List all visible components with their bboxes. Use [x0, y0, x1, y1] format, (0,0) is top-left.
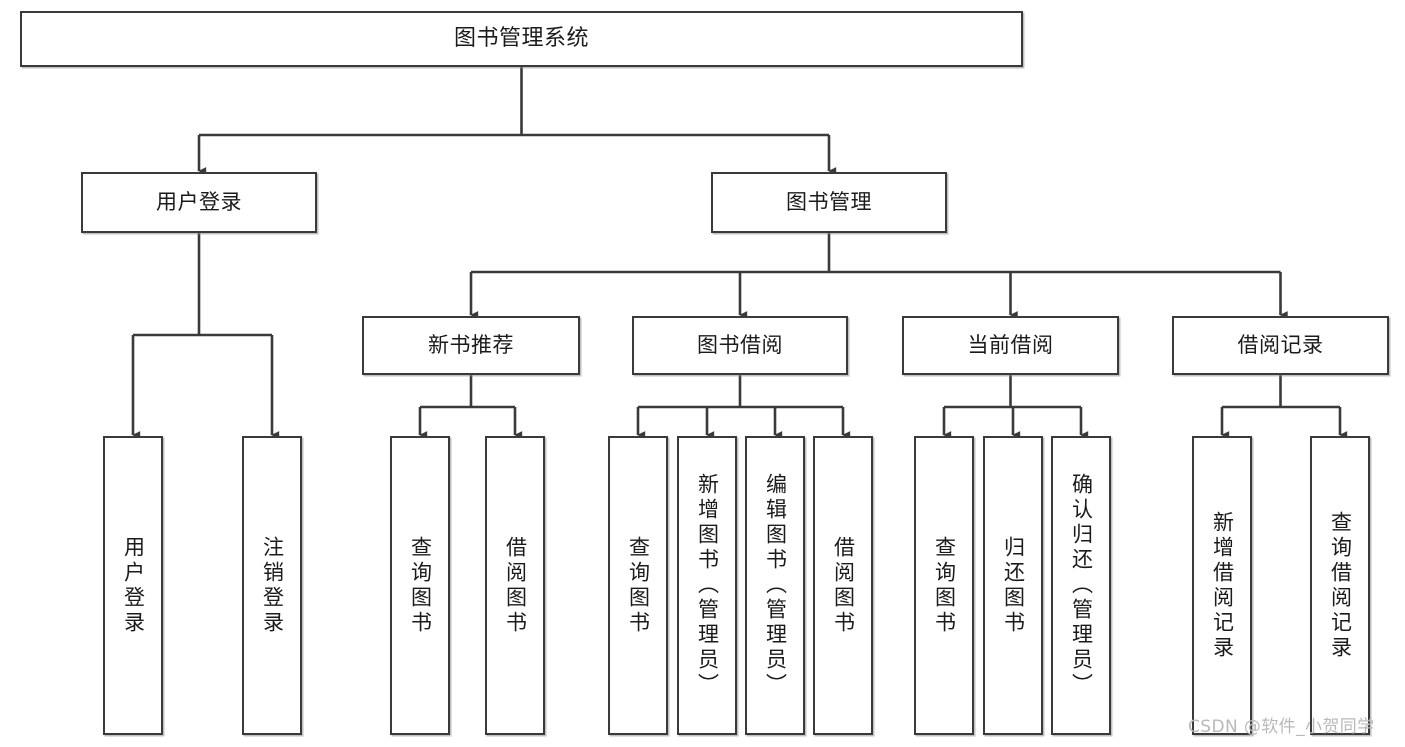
node-label: 用户登录 [121, 535, 146, 636]
node-leaf-user-login[interactable]: 用户登录 [103, 436, 163, 735]
node-label: 借阅图书 [503, 535, 528, 636]
node-leaf-rec-query2[interactable]: 查询借阅记录 [1310, 436, 1370, 735]
node-label: 确认归还（管理员） [1069, 473, 1094, 698]
node-leaf-rec-query[interactable]: 查询图书 [390, 436, 450, 735]
node-label: 图书管理 [786, 190, 872, 215]
node-label: 新增图书（管理员） [695, 473, 720, 698]
edge-lines [131, 67, 1348, 439]
node-leaf-user-logout[interactable]: 注销登录 [242, 436, 302, 735]
node-label: 查询图书 [626, 535, 651, 636]
node-label: 查询图书 [408, 535, 433, 636]
node-leaf-cur-return[interactable]: 归还图书 [983, 436, 1043, 735]
node-leaf-borrow-query[interactable]: 查询图书 [608, 436, 668, 735]
node-label: 借阅图书 [831, 535, 856, 636]
node-label: 图书管理系统 [453, 26, 589, 52]
node-leaf-rec-add[interactable]: 新增借阅记录 [1192, 436, 1252, 735]
node-label: 注销登录 [260, 535, 285, 636]
node-root[interactable]: 图书管理系统 [20, 11, 1023, 67]
node-leaf-borrow-add[interactable]: 新增图书（管理员） [677, 436, 737, 735]
node-label: 新书推荐 [428, 333, 514, 358]
node-label: 用户登录 [156, 190, 242, 215]
node-book-manage[interactable]: 图书管理 [711, 172, 947, 233]
node-new-book-rec[interactable]: 新书推荐 [362, 316, 580, 375]
node-label: 查询图书 [932, 535, 957, 636]
node-label: 新增借阅记录 [1210, 510, 1235, 661]
node-book-borrow[interactable]: 图书借阅 [632, 316, 848, 375]
node-leaf-cur-query[interactable]: 查询图书 [914, 436, 974, 735]
node-label: 图书借阅 [697, 333, 783, 358]
node-label: 编辑图书（管理员） [763, 473, 788, 698]
node-leaf-rec-borrow[interactable]: 借阅图书 [485, 436, 545, 735]
node-leaf-cur-confirm[interactable]: 确认归还（管理员） [1051, 436, 1111, 735]
node-borrow-record[interactable]: 借阅记录 [1172, 316, 1389, 375]
node-current-borrow[interactable]: 当前借阅 [902, 316, 1119, 375]
node-leaf-borrow-lend[interactable]: 借阅图书 [813, 436, 873, 735]
node-label: 借阅记录 [1237, 333, 1324, 358]
node-label: 查询借阅记录 [1328, 510, 1353, 661]
node-label: 当前借阅 [967, 333, 1054, 358]
node-label: 归还图书 [1001, 535, 1026, 636]
watermark-csdn: CSDN @软件_小贺同学 [1188, 717, 1375, 737]
node-user-login[interactable]: 用户登录 [81, 172, 317, 233]
node-leaf-borrow-edit[interactable]: 编辑图书（管理员） [745, 436, 805, 735]
